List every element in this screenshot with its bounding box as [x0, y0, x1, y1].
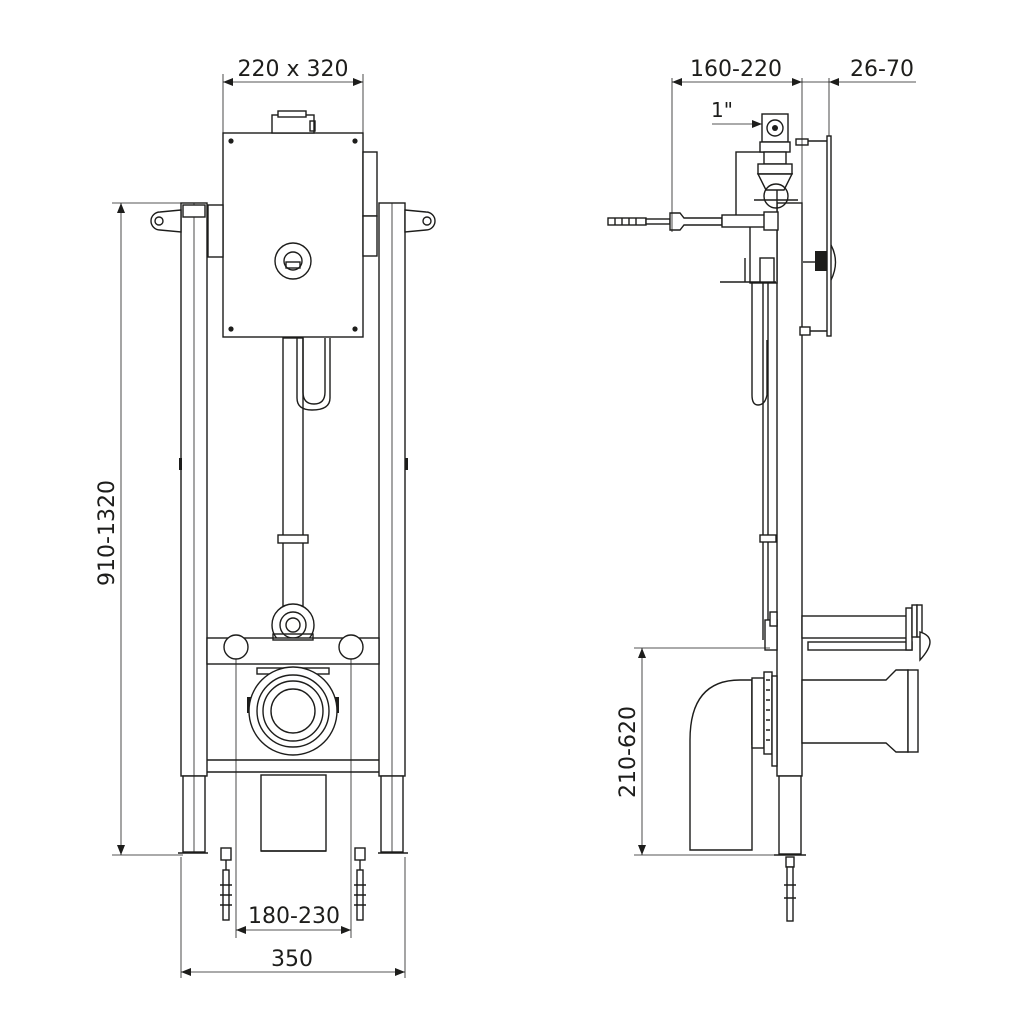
- outlet-pipe: [801, 669, 909, 753]
- right-fixing-point-icon: [338, 634, 364, 660]
- left-wall-bracket: [150, 204, 206, 233]
- right-anchor-bolt: [354, 847, 366, 921]
- inlet-valve: [754, 113, 798, 209]
- supply-pipe: [282, 337, 304, 609]
- left-fixing-point-icon: [223, 634, 249, 660]
- right-wall-bracket: [404, 209, 436, 233]
- side-foot: [778, 775, 802, 855]
- dim-outlet-height-label: 210-620: [616, 706, 641, 798]
- outlet-bend-icon: [248, 666, 338, 756]
- dim-connection-label: 1": [711, 98, 733, 122]
- front-view: 220 x 320 910-1320 180-230 350: [95, 57, 436, 978]
- flush-pipe: [801, 615, 909, 639]
- side-anchor-bolt: [784, 856, 796, 922]
- dim-wall-label: 26-70: [850, 57, 914, 82]
- dim-fixing-label: 180-230: [248, 904, 340, 929]
- elbow-bend: [689, 679, 753, 851]
- dim-height-label: 910-1320: [95, 480, 120, 586]
- dim-box-label: 220 x 320: [238, 57, 349, 82]
- dim-depth-label: 160-220: [690, 57, 782, 82]
- valve-knob-icon: [274, 242, 312, 280]
- threaded-rod: [607, 211, 779, 231]
- dim-width-label: 350: [271, 947, 313, 972]
- side-frame-post: [776, 202, 803, 777]
- flush-plate: [826, 135, 832, 337]
- left-anchor-bolt: [220, 847, 232, 921]
- drain-pipe: [260, 774, 327, 852]
- push-button-icon: [815, 251, 827, 271]
- control-box: [222, 132, 364, 338]
- side-view: 160-220 26-70 1" 210-620: [607, 57, 931, 922]
